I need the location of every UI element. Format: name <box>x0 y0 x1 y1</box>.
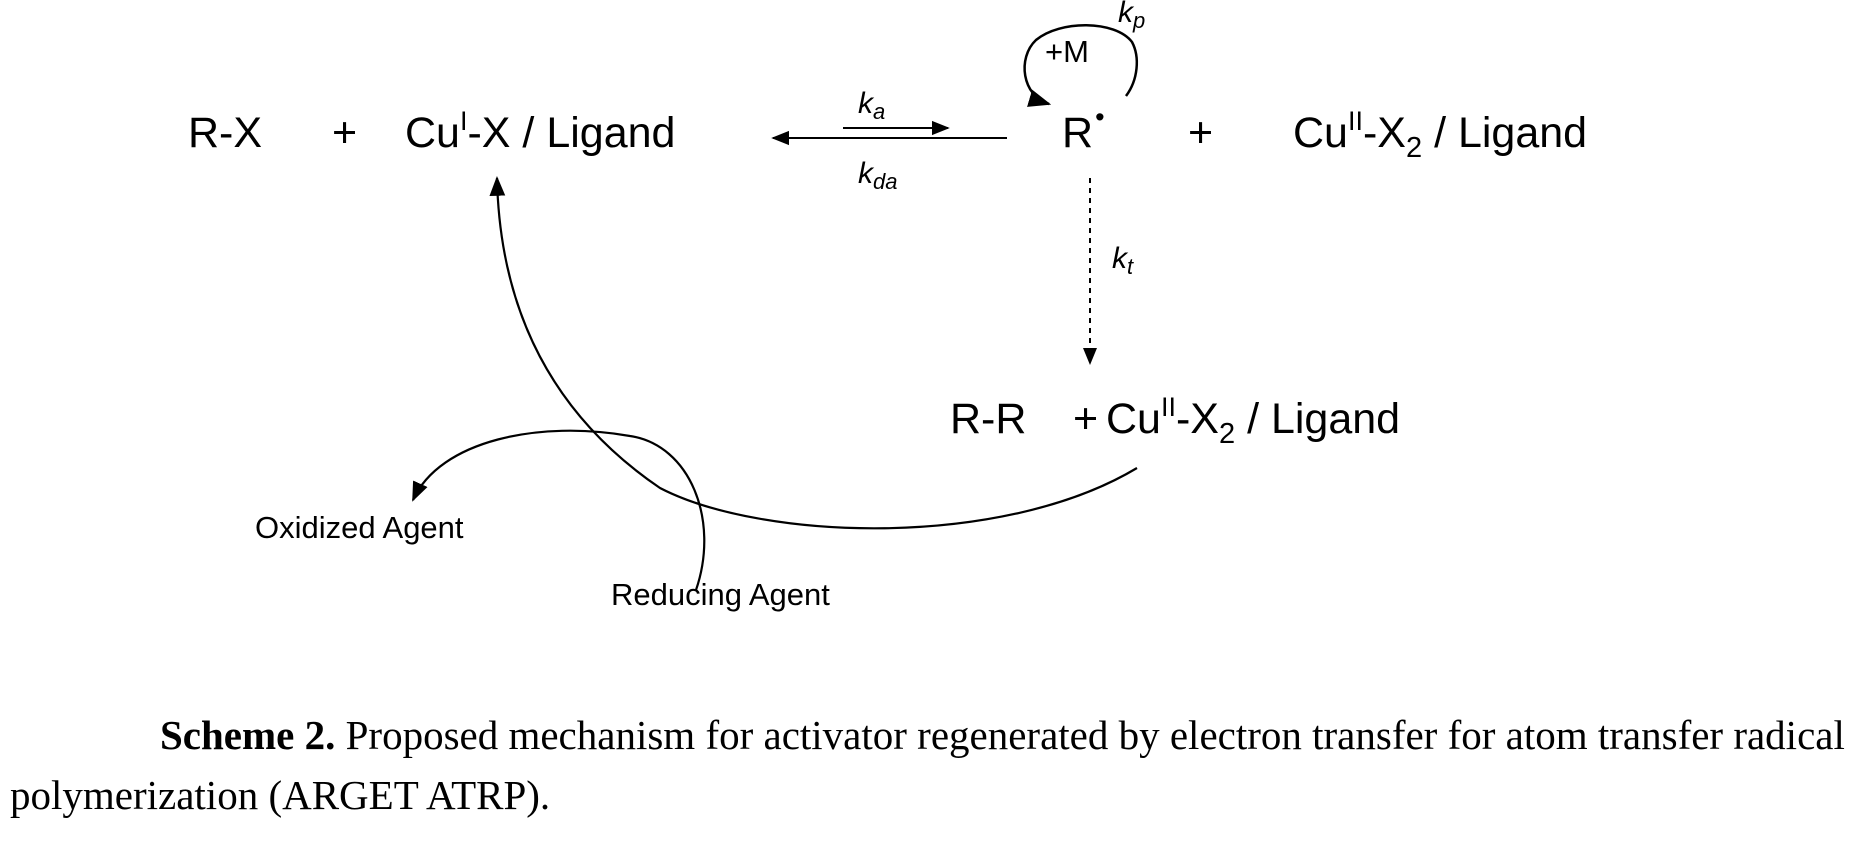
regeneration-arc-arrow <box>497 178 1137 528</box>
kt-label: kt <box>1112 242 1134 279</box>
reducing-agent-label: Reducing Agent <box>611 577 830 612</box>
scheme-caption: Scheme 2. Proposed mechanism for activat… <box>10 705 1850 825</box>
kda-label: kda <box>858 157 897 194</box>
cu-ii-complex-label: CuII-X2 / Ligand <box>1293 106 1587 164</box>
plus-sign: + <box>1073 395 1098 443</box>
ka-label: ka <box>858 87 885 124</box>
plus-sign: + <box>332 109 357 157</box>
reaction-scheme: R-X + CuI-X / Ligand ka kda R• + CuII-X2… <box>0 0 1854 700</box>
radical-label: R• <box>1062 102 1105 157</box>
monomer-label: +M <box>1045 34 1089 69</box>
cu-i-complex-label: CuI-X / Ligand <box>405 106 675 157</box>
caption-label: Scheme 2. <box>160 712 335 758</box>
cu-ii-complex-product-label: CuII-X2 / Ligand <box>1106 392 1400 450</box>
plus-sign: + <box>1188 109 1213 157</box>
oxidized-agent-label: Oxidized Agent <box>255 510 464 545</box>
alkyl-halide-label: R-X <box>188 109 262 157</box>
termination-arrowhead <box>1083 348 1097 365</box>
kp-label: kp <box>1118 0 1145 33</box>
dimer-label: R-R <box>950 395 1026 443</box>
